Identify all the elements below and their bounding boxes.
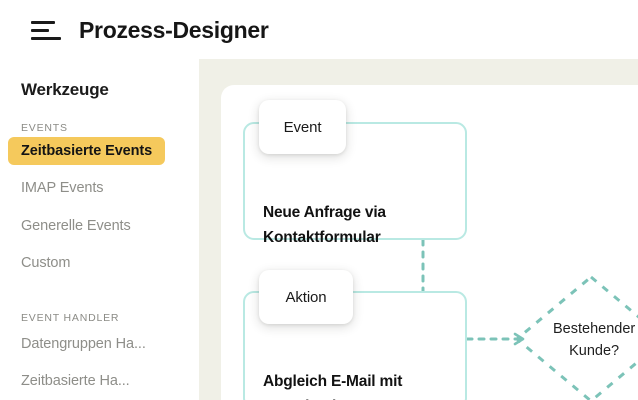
sidebar-item-label: IMAP Events (21, 180, 104, 196)
sidebar-item-label: Custom (21, 255, 71, 271)
flow-node-badge-event: Event (259, 100, 346, 154)
sidebar-item-zeitbasierte-handler[interactable]: Zeitbasierte Ha... (8, 367, 143, 395)
sidebar-item-label: Generelle Events (21, 218, 131, 234)
sidebar-item-imap-events[interactable]: IMAP Events (8, 174, 116, 202)
sidebar: Werkzeuge EVENTS Zeitbasierte Events IMA… (0, 59, 199, 400)
sidebar-heading: Werkzeuge (21, 80, 109, 99)
sidebar-item-label: Zeitbasierte Events (21, 143, 153, 159)
sidebar-item-label: Zeitbasierte Ha... (21, 373, 130, 389)
sidebar-item-zeitbasierte-events[interactable]: Zeitbasierte Events (8, 137, 166, 165)
page-title: Prozess-Designer (79, 17, 269, 43)
sidebar-group-label-events: EVENTS (21, 122, 68, 134)
sidebar-item-datengruppen-handler[interactable]: Datengruppen Ha... (8, 330, 159, 358)
flow-node-title: Abgleich E-Mail mit Datenbank (263, 373, 403, 400)
menu-line-3 (31, 36, 61, 40)
flow-node-title: Neue Anfrage via Kontaktformular (263, 204, 386, 246)
hamburger-menu-icon[interactable] (31, 17, 69, 43)
sidebar-item-custom[interactable]: Custom (8, 249, 83, 277)
menu-line-2 (31, 28, 49, 32)
menu-line-1 (31, 20, 55, 24)
flow-node-badge-aktion: Aktion (259, 270, 353, 324)
sidebar-group-label-event-handler: EVENT HANDLER (21, 312, 120, 324)
sidebar-item-label: Datengruppen Ha... (21, 336, 146, 352)
app-header: Prozess-Designer (0, 0, 638, 59)
flow-canvas[interactable]: Neue Anfrage via Kontaktformular Event A… (199, 59, 638, 400)
decision-diamond-label: Bestehender Kunde? (553, 321, 636, 359)
sidebar-item-generelle-events[interactable]: Generelle Events (8, 212, 144, 240)
